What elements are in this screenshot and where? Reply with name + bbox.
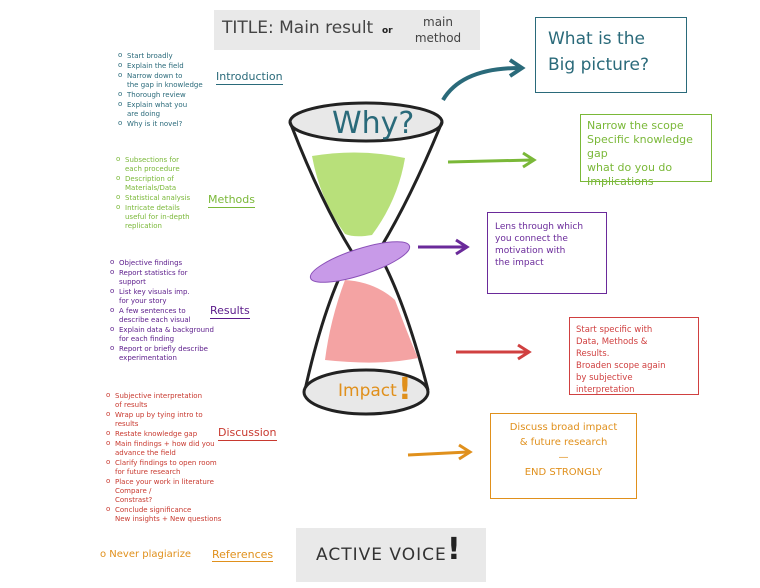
specific-box: Start specific with Data, Methods & Resu… xyxy=(569,317,699,395)
hourglass-bottom-rim xyxy=(302,368,430,416)
big-picture-text: What is the Big picture? xyxy=(548,29,649,75)
lens-box: Lens through which you connect the motiv… xyxy=(487,212,607,294)
title-or-text: or xyxy=(382,26,393,36)
hourglass-top-fill xyxy=(312,152,405,237)
list-item: Explain the field xyxy=(118,61,228,71)
specific-text: Start specific with Data, Methods & Resu… xyxy=(576,325,666,395)
list-item: Place your work in literature Compare / … xyxy=(106,477,226,505)
list-item: List key visuals imp. for your story xyxy=(110,287,220,306)
active-voice-text: ACTIVE VOICE xyxy=(316,545,447,565)
introduction-list: Start broadly Explain the field Narrow d… xyxy=(118,51,228,130)
title-main-text: TITLE: Main result xyxy=(222,18,374,38)
list-item: Start broadly xyxy=(118,51,228,61)
title-box xyxy=(214,10,480,50)
active-voice-mark: ! xyxy=(447,532,461,567)
list-item: Narrow down to the gap in knowledge xyxy=(118,71,228,90)
list-item: Subsections for each procedure xyxy=(116,155,216,174)
broad-impact-text: Discuss broad impact & future research —… xyxy=(509,422,618,478)
list-item: Intricate details useful for in-depth re… xyxy=(116,203,216,231)
list-item: Main findings + how did you advance the … xyxy=(106,439,226,458)
list-item: Explain data & background for each findi… xyxy=(110,325,220,344)
lens-text: Lens through which you connect the motiv… xyxy=(495,222,584,268)
list-item: A few sentences to describe each visual xyxy=(110,306,220,325)
results-label: Results xyxy=(210,304,250,319)
list-item: Statistical analysis xyxy=(116,193,216,203)
discussion-label: Discussion xyxy=(218,426,277,441)
hourglass-bottom-label: Impact xyxy=(338,381,397,401)
never-plagiarize-text: o Never plagiarize xyxy=(100,549,192,560)
big-picture-box: What is the Big picture? xyxy=(535,17,687,93)
lens-shape xyxy=(309,241,411,283)
title-alt-text: main method xyxy=(414,15,462,45)
hourglass-bottom-fill xyxy=(325,280,418,363)
list-item: Subjective interpretation of results xyxy=(106,391,226,410)
arrow-orange xyxy=(407,450,469,457)
list-item: Why is it novel? xyxy=(118,119,228,129)
list-item: Wrap up by tying intro to results xyxy=(106,410,226,429)
methods-label: Methods xyxy=(208,193,255,208)
list-item: Restate knowledge gap xyxy=(106,429,226,439)
list-item: Explain what you are doing xyxy=(118,100,228,119)
results-list: Objective findings Report statistics for… xyxy=(110,258,220,364)
broad-impact-box: Discuss broad impact & future research —… xyxy=(490,413,637,499)
arrow-green xyxy=(447,158,533,164)
discussion-list: Subjective interpretation of results Wra… xyxy=(106,391,226,525)
methods-list: Subsections for each procedure Descripti… xyxy=(116,155,216,232)
list-item: Report or briefly describe experimentati… xyxy=(110,344,220,363)
references-label: References xyxy=(212,548,274,562)
list-item: Report statistics for support xyxy=(110,268,220,287)
hourglass-top-label: Why? xyxy=(332,106,415,141)
narrow-scope-text: Narrow the scope Specific knowledge gap … xyxy=(587,119,693,188)
list-item: Description of Materials/Data xyxy=(116,174,216,193)
list-item: Clarify findings to open room for future… xyxy=(106,458,226,477)
narrow-scope-box: Narrow the scope Specific knowledge gap … xyxy=(580,114,712,188)
list-item: Thorough review xyxy=(118,90,228,100)
hourglass-bottom-mark: ! xyxy=(398,372,412,407)
arrow-teal xyxy=(441,66,521,102)
list-item: Objective findings xyxy=(110,258,220,268)
active-voice-box xyxy=(296,528,486,582)
list-item: Conclude significance New insights + New… xyxy=(106,505,226,524)
introduction-label: Introduction xyxy=(216,70,283,85)
